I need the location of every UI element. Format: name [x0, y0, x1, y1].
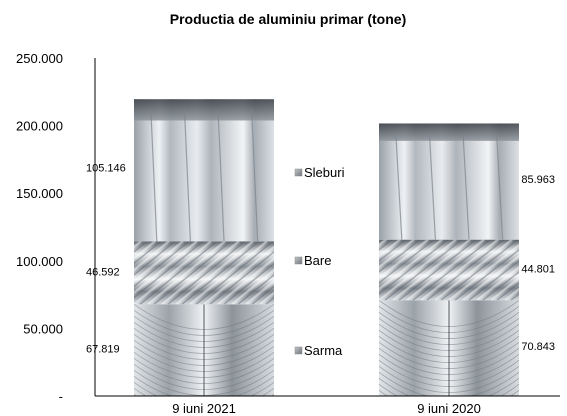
y-tick-label: -	[59, 389, 63, 404]
x-axis: 9 iuni 2021 9 iuni 2020	[95, 395, 560, 416]
bar-segment-sleburi-0	[134, 99, 274, 242]
bar-segment-sarma-0	[134, 304, 274, 396]
data-label-sarma-1: 70.843	[521, 341, 555, 353]
coiled-wire-texture	[379, 300, 519, 397]
data-label-bare-1: 44.801	[521, 264, 555, 276]
data-label-bare-0: 46.592	[86, 267, 120, 279]
bar-segment-sarma-1	[379, 300, 519, 397]
legend-marker	[294, 346, 303, 355]
y-tick-label: 150.000	[16, 186, 63, 201]
round-bars-texture	[379, 239, 519, 301]
legend-marker	[294, 256, 303, 265]
y-tick-label: 250.000	[16, 51, 63, 66]
legend-label: Bare	[304, 253, 331, 268]
aluminium-slabs-texture	[134, 99, 274, 242]
aluminium-slabs-texture	[379, 123, 519, 240]
bar-segment-bare-1	[379, 239, 519, 301]
legend-label: Sarma	[304, 343, 343, 358]
data-label-sleburi-0: 105.146	[86, 162, 126, 174]
round-bars-texture	[134, 241, 274, 305]
legend-label: Sleburi	[304, 165, 345, 180]
data-label-sleburi-1: 85.963	[521, 174, 555, 186]
y-tick-label: 100.000	[16, 254, 63, 269]
data-labels: 67.819 46.592 105.146 70.843 44.801 85.963	[86, 162, 555, 355]
bars	[134, 99, 519, 397]
bar-segment-bare-0	[134, 241, 274, 305]
coiled-wire-texture	[134, 304, 274, 396]
y-axis: - 50.000 100.000 150.000 200.000 250.000	[16, 51, 96, 404]
chart-title: Productia de aluminiu primar (tone)	[170, 11, 406, 27]
legend-item-sarma: Sarma	[294, 343, 343, 358]
x-category-label: 9 iuni 2020	[417, 401, 481, 416]
bar-segment-sleburi-1	[379, 123, 519, 240]
legend-marker	[294, 168, 303, 177]
data-label-sarma-0: 67.819	[86, 343, 120, 355]
legend-item-bare: Bare	[294, 253, 331, 268]
y-tick-label: 50.000	[23, 321, 63, 336]
y-tick-label: 200.000	[16, 119, 63, 134]
x-category-label: 9 iuni 2021	[172, 401, 236, 416]
legend-item-sleburi: Sleburi	[294, 165, 345, 180]
